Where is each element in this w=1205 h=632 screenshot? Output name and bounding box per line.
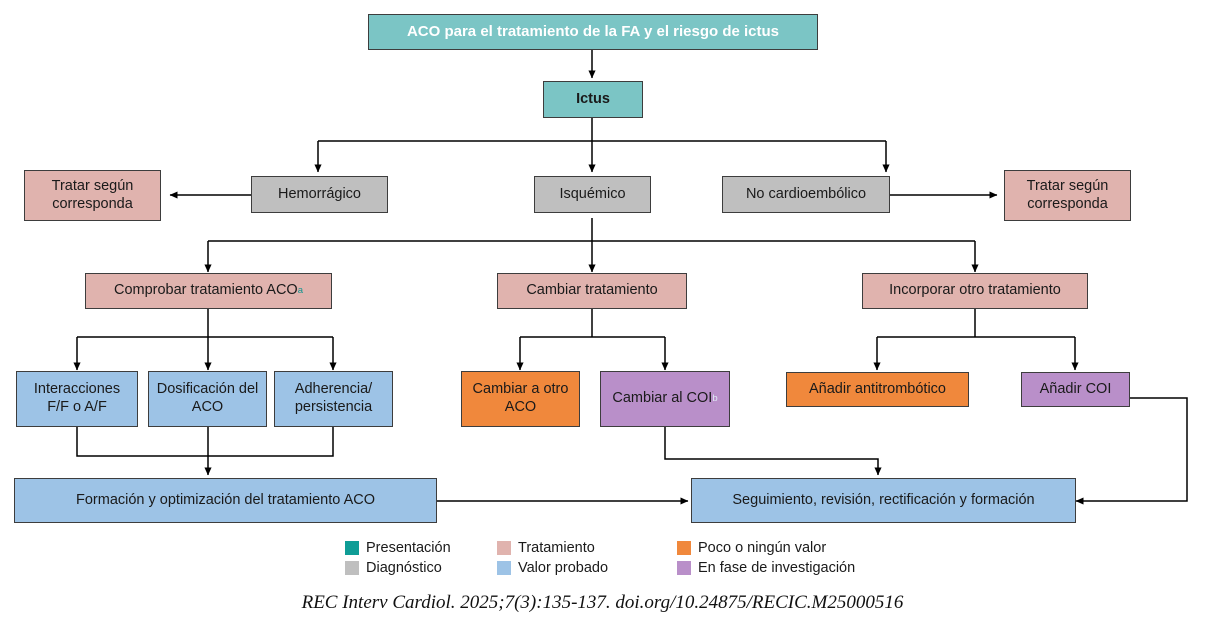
node-comprobar-label: Comprobar tratamiento ACO	[113, 282, 298, 299]
node-tratar-segun-corresponda-derecha[interactable]: Tratar según corresponda	[1004, 170, 1131, 221]
node-cambiar-coi-label: Cambiar al COI	[612, 390, 713, 407]
legend-swatch-tratamiento	[497, 541, 511, 555]
edge-cambiar-coi-to-seguimiento	[664, 427, 882, 476]
node-interacciones-ff-af[interactable]: Interacciones F/F o A/F	[16, 371, 138, 427]
node-dosificacion-del-aco[interactable]: Dosificación del ACO	[148, 371, 267, 427]
legend-item-poco-valor: Poco o ningún valor	[677, 538, 885, 558]
edge-interacciones-to-formacion	[76, 427, 212, 476]
node-anadir-antitrombotico[interactable]: Añadir antitrombótico	[786, 372, 969, 407]
legend: Presentación Tratamiento Poco o ningún v…	[345, 538, 885, 578]
node-anadir-coi[interactable]: Añadir COI	[1021, 372, 1130, 407]
node-formacion-y-optimizacion[interactable]: Formación y optimización del tratamiento…	[14, 478, 437, 523]
legend-swatch-diagnostico	[345, 561, 359, 575]
edge-anadir-coi-to-seguimiento	[1075, 397, 1188, 505]
citation-text: REC Interv Cardiol. 2025;7(3):135-137. d…	[301, 592, 904, 613]
legend-label-presentacion: Presentación	[366, 540, 451, 556]
node-cambiar-tratamiento[interactable]: Cambiar tratamiento	[497, 273, 687, 309]
legend-label-valor-probado: Valor probado	[518, 560, 609, 576]
legend-item-tratamiento: Tratamiento	[497, 538, 677, 558]
legend-item-valor-probado: Valor probado	[497, 558, 677, 578]
node-adherencia-persistencia[interactable]: Adherencia/ persistencia	[274, 371, 393, 427]
node-cambiar-a-otro-aco[interactable]: Cambiar a otro ACO	[461, 371, 580, 427]
edge-adherencia-to-formacion	[208, 427, 334, 457]
node-tratar-segun-corresponda-izquierda[interactable]: Tratar según corresponda	[24, 170, 161, 221]
node-no-cardioembolico[interactable]: No cardioembólico	[722, 176, 890, 213]
legend-label-tratamiento: Tratamiento	[518, 540, 595, 556]
legend-item-en-investigacion: En fase de investigación	[677, 558, 885, 578]
node-ictus[interactable]: Ictus	[543, 81, 643, 118]
node-title-aco[interactable]: ACO para el tratamiento de la FA y el ri…	[368, 14, 818, 50]
legend-swatch-valor-probado	[497, 561, 511, 575]
legend-label-en-investigacion: En fase de investigación	[698, 560, 856, 576]
legend-item-diagnostico: Diagnóstico	[345, 558, 497, 578]
legend-label-diagnostico: Diagnóstico	[366, 560, 442, 576]
legend-label-poco-valor: Poco o ningún valor	[698, 540, 827, 556]
legend-swatch-presentacion	[345, 541, 359, 555]
node-incorporar-otro-tratamiento[interactable]: Incorporar otro tratamiento	[862, 273, 1088, 309]
node-hemorragico[interactable]: Hemorrágico	[251, 176, 388, 213]
legend-swatch-en-investigacion	[677, 561, 691, 575]
legend-swatch-poco-valor	[677, 541, 691, 555]
legend-item-presentacion: Presentación	[345, 538, 497, 558]
node-seguimiento-revision[interactable]: Seguimiento, revisión, rectificación y f…	[691, 478, 1076, 523]
node-isquemico[interactable]: Isquémico	[534, 176, 651, 213]
